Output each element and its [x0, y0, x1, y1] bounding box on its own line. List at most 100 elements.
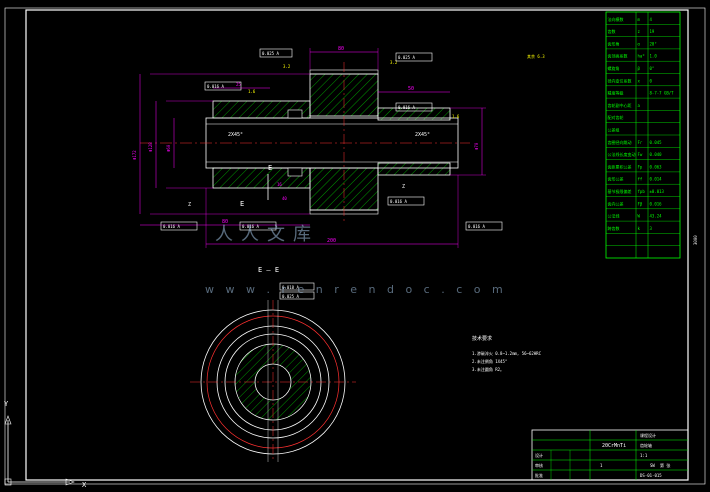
param-table-cell: 0.016 — [650, 201, 663, 206]
datum-left: Z — [188, 202, 191, 208]
tolerance-frame-section-2[interactable]: 0.025 A — [279, 291, 315, 300]
param-table-cell: 齿轮副中心距 — [608, 102, 632, 108]
param-table-cell: ±0.013 — [650, 189, 665, 194]
param-table-cell: k — [638, 226, 641, 231]
param-table-cell: 20° — [650, 41, 657, 46]
svg-text:0.025 A: 0.025 A — [282, 294, 299, 299]
param-table-cell: fpb — [638, 189, 646, 194]
param-table-cell: β — [638, 66, 641, 71]
param-table-cell: ha* — [638, 54, 646, 59]
param-table-cell: 公法线长度变动 — [608, 151, 636, 157]
tech-requirements: 技术要求 1.渗碳淬火 0.8~1.2mm, 56~62HRC 2.未注倒角 1… — [472, 335, 542, 372]
tolerance-frame-bottom-mid[interactable]: 0.016 A — [239, 221, 277, 231]
outer-frame — [4, 7, 706, 485]
param-table-cell: 齿向公差 — [608, 200, 624, 206]
tolerance-frame-top-left[interactable]: 0.025 A — [259, 48, 293, 58]
param-table-cell: α — [638, 41, 641, 46]
tb-material: 20CrMnTi — [602, 443, 626, 449]
svg-text:0.016 A: 0.016 A — [207, 84, 224, 89]
dim-bore-dia: Φ60 — [166, 144, 171, 152]
section-marker-e-top: E — [240, 200, 244, 208]
param-table-cell: 0 — [650, 78, 653, 83]
param-table-cell: 齿形公差 — [608, 176, 624, 182]
title-block[interactable]: 20CrMnTi 课程设计 齿轮轴 1:1 第 张 SW DS-01-015 设… — [531, 429, 689, 481]
tolerance-frame-bottom-left[interactable]: 0.016 A — [160, 221, 198, 231]
watermark-cn: 人人文库 — [215, 224, 319, 245]
param-table-cell: a — [638, 103, 641, 108]
param-table-cell: Fr — [638, 140, 643, 145]
tb-sheet: 第 张 — [660, 462, 670, 468]
svg-text:0.016 A: 0.016 A — [163, 224, 180, 229]
tolerance-frame-right[interactable]: 0.016 A — [395, 102, 433, 112]
tb-approver: 批准 — [535, 472, 543, 478]
param-table-cell: 4 — [650, 17, 653, 22]
param-table-cell: 公法线 — [608, 213, 620, 219]
frame-size-label: 3000 — [693, 235, 698, 245]
param-table-cell: 0.063 — [650, 164, 663, 169]
tb-part-name: 齿轮轴 — [640, 442, 652, 448]
tb-count: 1 — [600, 463, 603, 468]
param-table-cell: 齿顶高系数 — [608, 53, 628, 59]
tolerance-frame-section-1[interactable]: 0.018 A — [279, 282, 315, 291]
dim-right-step: 50 — [408, 86, 414, 92]
chamfer-left: 2X45° — [228, 132, 243, 138]
svg-text:0.016 A: 0.016 A — [468, 224, 485, 229]
svg-text:0.018 A: 0.018 A — [282, 285, 299, 290]
svg-text:0.025 A: 0.025 A — [398, 55, 415, 60]
param-table-cell: 齿圈径向跳动 — [608, 139, 632, 145]
ucs-axis-icon: Y X — [4, 400, 87, 489]
axis-y-label: Y — [4, 400, 9, 408]
section-view-label: E — E — [258, 266, 279, 274]
tb-drawing-no: DS-01-015 — [640, 473, 662, 478]
param-table-cell: 跨齿数 — [608, 225, 620, 231]
roughness-general: 其余 6.3 — [527, 53, 545, 59]
param-table-cell: 齿形角 — [608, 40, 620, 46]
dim-keyway-c: 40 — [282, 196, 287, 201]
param-table-cell: 0.040 — [650, 152, 663, 157]
roughness-right: 1.6 — [452, 114, 460, 119]
section-marker-e-top2: E — [268, 164, 272, 172]
param-table-cell: 基节极限偏差 — [608, 188, 632, 194]
roughness-top-1: 1.6 — [248, 89, 256, 94]
param-table-cell: W — [638, 214, 641, 219]
param-table-cell: 径向变位系数 — [608, 77, 632, 83]
dim-overall-length: 200 — [327, 238, 336, 244]
title-block-border — [531, 429, 689, 481]
param-table-cell: 螺旋角 — [608, 65, 620, 71]
param-table-cell: 43.24 — [650, 214, 663, 219]
tech-req-item-1: 1.渗碳淬火 0.8~1.2mm, 56~62HRC — [472, 350, 542, 356]
keyway-slot-top — [287, 109, 303, 119]
param-table-cell: Fw — [638, 152, 643, 157]
dim-outer-dia: Φ172 — [132, 150, 137, 160]
param-table-cell: 1.0 — [650, 54, 658, 59]
tb-scale: 1:1 — [640, 453, 648, 458]
param-table-cell: 齿距累积公差 — [608, 163, 632, 169]
inner-frame — [25, 9, 689, 481]
keyway-slot — [287, 167, 303, 177]
param-table-cell: x — [638, 78, 641, 83]
dim-left-dia: Φ128 — [148, 142, 153, 152]
tolerance-frame-bottom-far[interactable]: 0.016 A — [465, 221, 503, 231]
param-table-cell: 0.014 — [650, 177, 663, 182]
tolerance-frame-top-mid[interactable]: 0.025 A — [395, 52, 433, 62]
tech-req-item-2: 2.未注倒角 1X45° — [472, 358, 507, 364]
param-table-cell: m — [638, 17, 641, 22]
watermark-url: w w w . r e n r e n d o c . c o m — [205, 283, 507, 296]
right-sleeve-lower — [377, 162, 451, 176]
front-view[interactable]: 2X45° 2X45° 80 50 25 80 200 16 40 Φ172 Φ… — [132, 46, 545, 248]
roughness-top-2: 3.2 — [283, 64, 291, 69]
tb-doc-type: SW — [650, 463, 655, 468]
axis-x-label: X — [82, 481, 87, 489]
tolerance-frame-left[interactable]: 0.016 A — [204, 81, 242, 91]
section-view[interactable]: E — E 0.018 A 0.025 A — [190, 266, 356, 462]
svg-text:0.016 A: 0.016 A — [398, 105, 415, 110]
param-table-cell: 19 — [650, 29, 655, 34]
param-table-cell: ff — [638, 177, 643, 182]
tb-checker: 审核 — [535, 462, 543, 468]
param-table-cell: 配对齿轮 — [608, 114, 624, 120]
tolerance-frame-bottom-right[interactable]: 0.016 A — [387, 196, 425, 206]
dim-hub-length: 80 — [338, 46, 344, 52]
tech-req-title: 技术要求 — [472, 335, 492, 342]
